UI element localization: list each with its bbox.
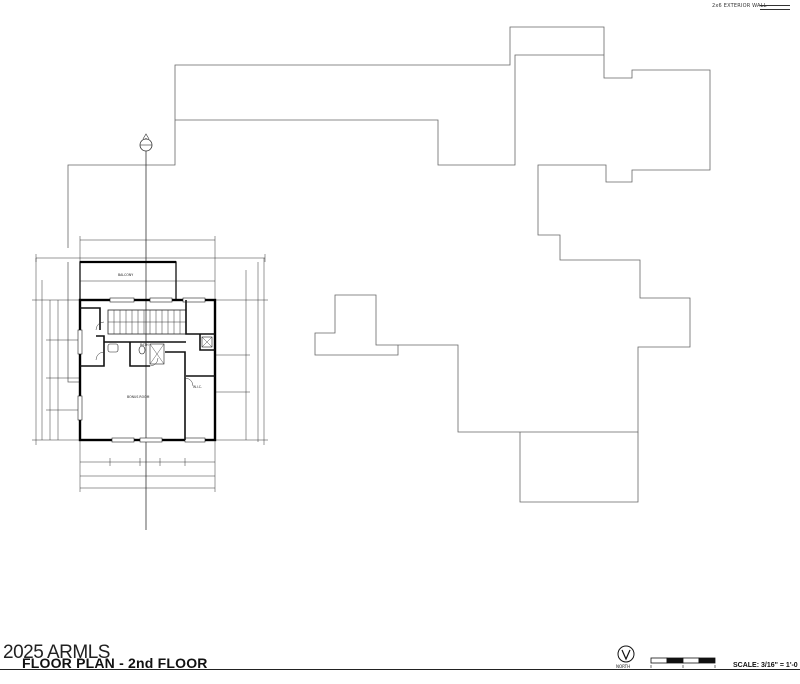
left-dimension-lines (32, 258, 80, 445)
wall-legend-label: 2x6 EXTERIOR WALL (712, 3, 767, 9)
scale-label: SCALE: 3/16" = 1'-0 (733, 662, 798, 669)
balcony-label: BALCONY (118, 273, 133, 277)
linen-closet (201, 336, 213, 348)
north-arrow-icon (617, 645, 635, 663)
left-window (77, 329, 83, 355)
bonus-room-label: BONUS ROOM (127, 395, 150, 399)
bottom-windows (111, 437, 206, 443)
garage-outline (519, 432, 639, 503)
toilet (138, 345, 146, 355)
shower-x-2 (149, 343, 165, 365)
title-rule (0, 669, 800, 670)
vanity-sink (107, 343, 119, 353)
bath-label: BATH (140, 343, 149, 347)
door-swings (95, 321, 194, 387)
bottom-dimension-lines (79, 440, 216, 492)
linen-x-2 (201, 336, 213, 348)
graphic-scale-bar (650, 657, 716, 668)
top-windows (109, 297, 206, 303)
sheet-title: FLOOR PLAN - 2nd FLOOR (22, 655, 208, 671)
wic-label: W.I.C. (193, 385, 202, 389)
top-dimension-lines (35, 236, 266, 300)
north-label: NORTH (616, 664, 631, 669)
reference-marker-arrow (142, 133, 150, 140)
right-dimension-lines (215, 258, 268, 445)
wall-legend-swatch (760, 5, 790, 10)
left-stub-outline (67, 262, 80, 383)
shower (149, 343, 165, 365)
copyright-watermark: 2025 ARMLS (3, 642, 110, 663)
left-window-lower (77, 395, 83, 421)
interior-walls (80, 300, 215, 440)
first-floor-outline (67, 26, 711, 433)
first-floor-inner-line (175, 54, 604, 166)
